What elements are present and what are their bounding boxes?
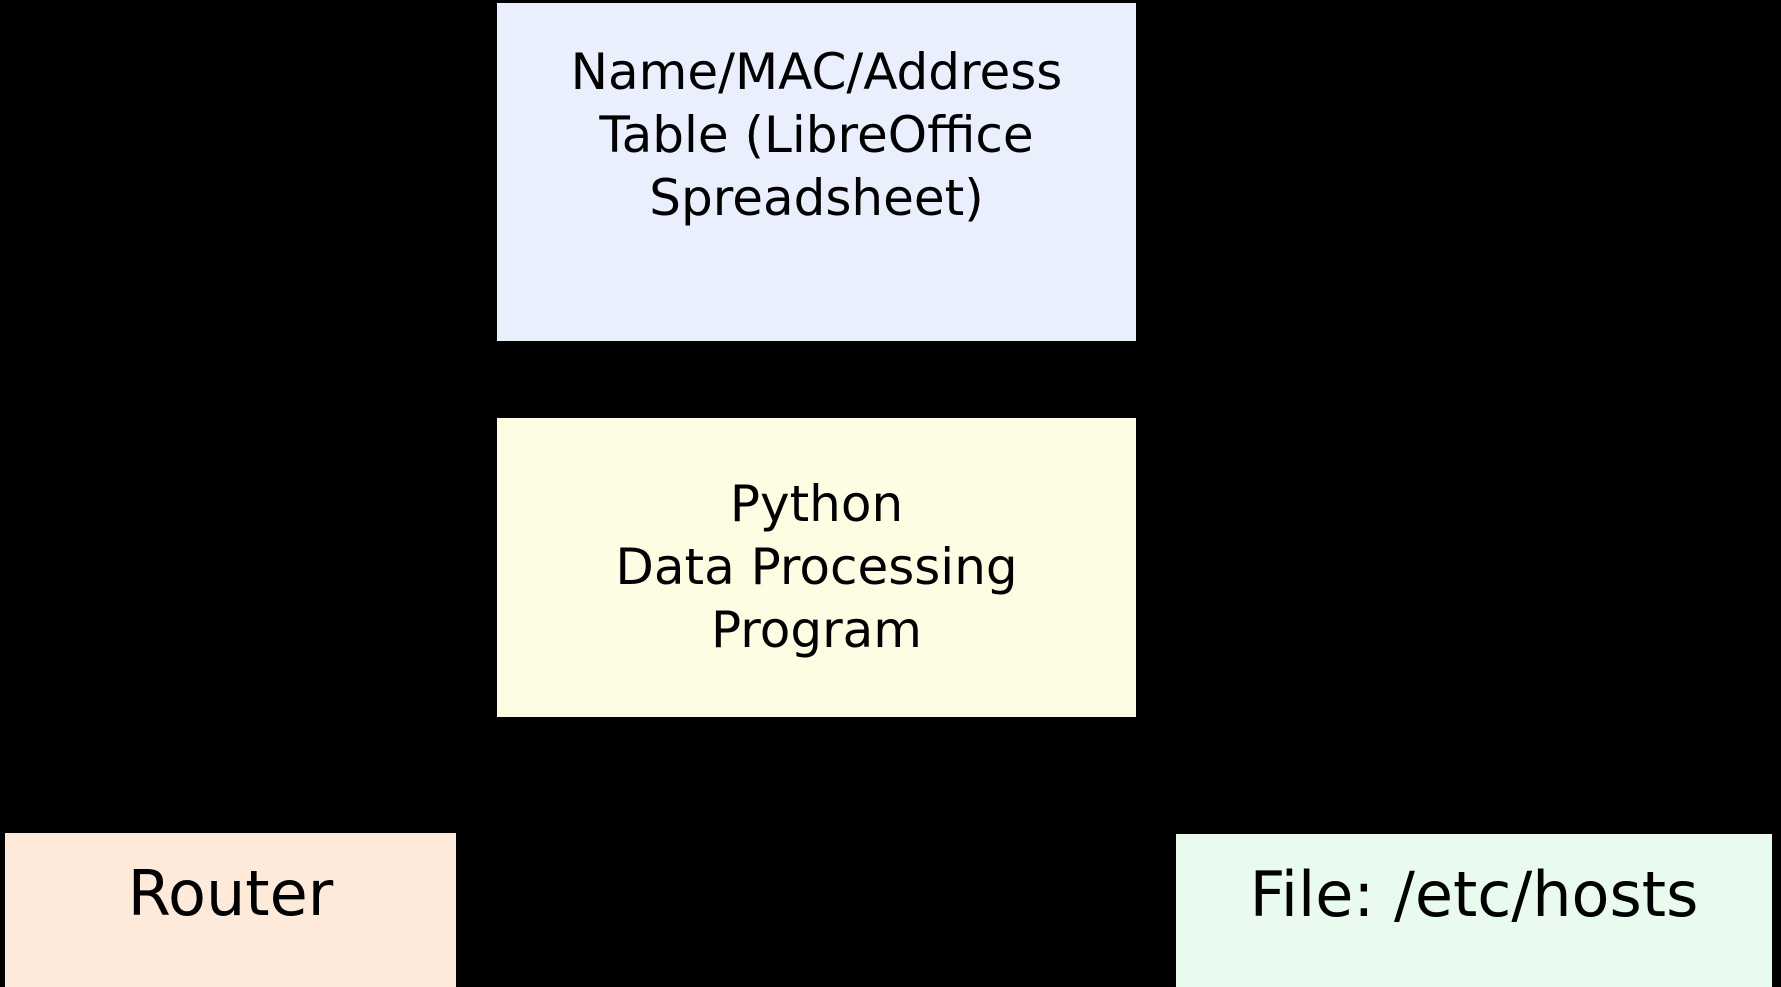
- node-router[interactable]: Router: [5, 833, 456, 987]
- node-router-label: Router: [127, 857, 334, 930]
- node-python-data-processing-program-label: Python Data Processing Program: [615, 475, 1018, 659]
- node-spreadsheet-table[interactable]: Name/MAC/Address Table (LibreOffice Spre…: [497, 3, 1136, 341]
- node-python-data-processing-program[interactable]: Python Data Processing Program: [497, 418, 1136, 717]
- node-etc-hosts-file-label: File: /etc/hosts: [1249, 858, 1699, 931]
- node-spreadsheet-table-label: Name/MAC/Address Table (LibreOffice Spre…: [570, 43, 1063, 227]
- node-etc-hosts-file[interactable]: File: /etc/hosts: [1176, 834, 1772, 987]
